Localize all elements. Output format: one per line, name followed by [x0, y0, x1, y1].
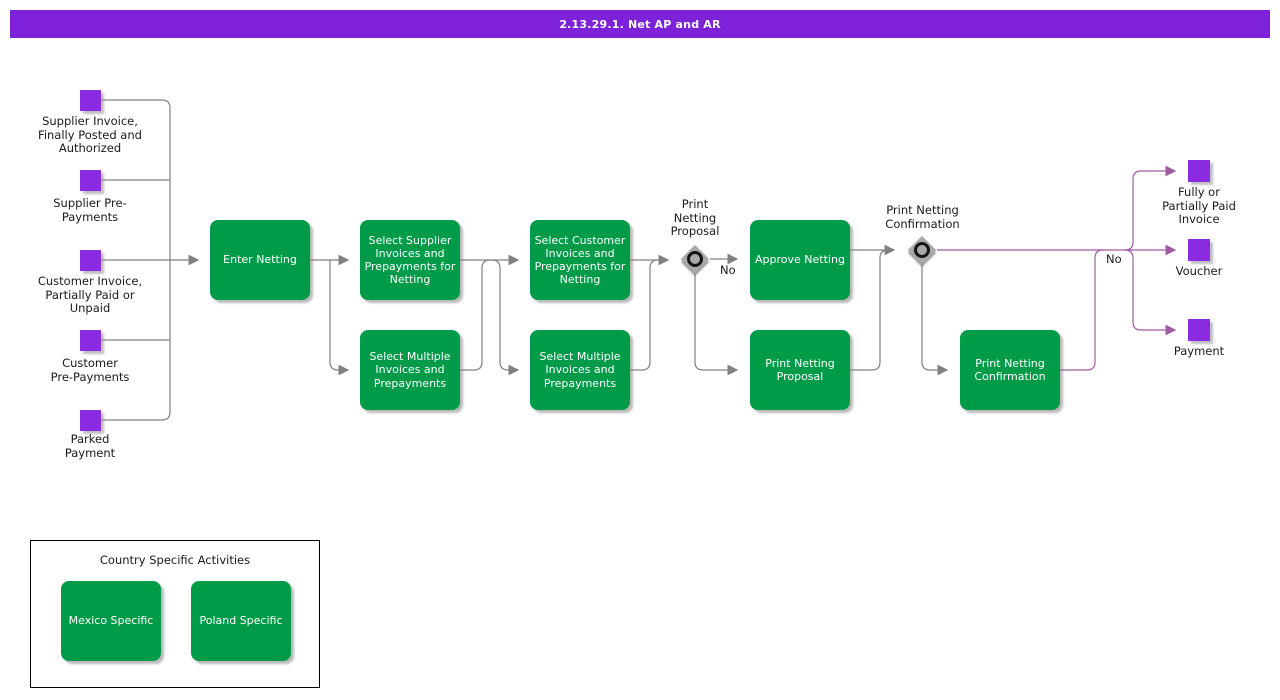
activity-select-multiple-2[interactable]: Select Multiple Invoices and Prepayments — [530, 330, 630, 410]
event-fully-paid-invoice[interactable] — [1188, 160, 1210, 182]
event-customer-prepayments-label: Customer Pre-Payments — [50, 356, 130, 384]
gateway-ring-icon — [687, 251, 703, 267]
activity-select-multiple-1[interactable]: Select Multiple Invoices and Prepayments — [360, 330, 460, 410]
legend-title: Country Specific Activities — [99, 553, 251, 567]
gateway-print-netting-proposal[interactable] — [680, 244, 710, 274]
event-payment-label: Payment — [1173, 344, 1225, 358]
diagram-title-bar: 2.13.29.1. Net AP and AR — [10, 10, 1270, 38]
activity-select-customer-invoices[interactable]: Select Customer Invoices and Prepayments… — [530, 220, 630, 300]
event-customer-invoice-label: Customer Invoice, Partially Paid or Unpa… — [37, 274, 143, 316]
gateway-proposal-no-label: No — [720, 263, 736, 277]
diagram-title: 2.13.29.1. Net AP and AR — [559, 17, 721, 31]
activity-enter-netting[interactable]: Enter Netting — [210, 220, 310, 300]
event-parked-payment[interactable] — [80, 410, 101, 431]
gateway-confirmation-no-label: No — [1106, 252, 1122, 266]
gateway-confirmation-label: Print Netting Confirmation — [885, 203, 960, 231]
event-supplier-prepayments[interactable] — [80, 170, 101, 191]
activity-mexico-specific[interactable]: Mexico Specific — [61, 581, 161, 661]
event-customer-prepayments[interactable] — [80, 330, 101, 351]
activity-poland-specific[interactable]: Poland Specific — [191, 581, 291, 661]
country-specific-legend: Country Specific Activities Mexico Speci… — [30, 540, 320, 688]
event-payment[interactable] — [1188, 319, 1210, 341]
event-parked-payment-label: Parked Payment — [64, 432, 116, 460]
activity-print-netting-confirmation[interactable]: Print Netting Confirmation — [960, 330, 1060, 410]
activity-print-netting-proposal[interactable]: Print Netting Proposal — [750, 330, 850, 410]
event-voucher-label: Voucher — [1175, 264, 1223, 278]
gateway-ring-icon — [914, 242, 930, 258]
activity-approve-netting[interactable]: Approve Netting — [750, 220, 850, 300]
event-supplier-invoice-label: Supplier Invoice, Finally Posted and Aut… — [38, 114, 142, 156]
gateway-proposal-label: Print Netting Proposal — [670, 197, 720, 239]
activity-select-supplier-invoices[interactable]: Select Supplier Invoices and Prepayments… — [360, 220, 460, 300]
event-supplier-invoice[interactable] — [80, 90, 101, 111]
event-voucher[interactable] — [1188, 239, 1210, 261]
gateway-print-netting-confirmation[interactable] — [907, 235, 937, 265]
event-customer-invoice[interactable] — [80, 250, 101, 271]
event-supplier-prepayments-label: Supplier Pre- Payments — [53, 196, 127, 224]
event-fully-paid-invoice-label: Fully or Partially Paid Invoice — [1162, 185, 1236, 227]
